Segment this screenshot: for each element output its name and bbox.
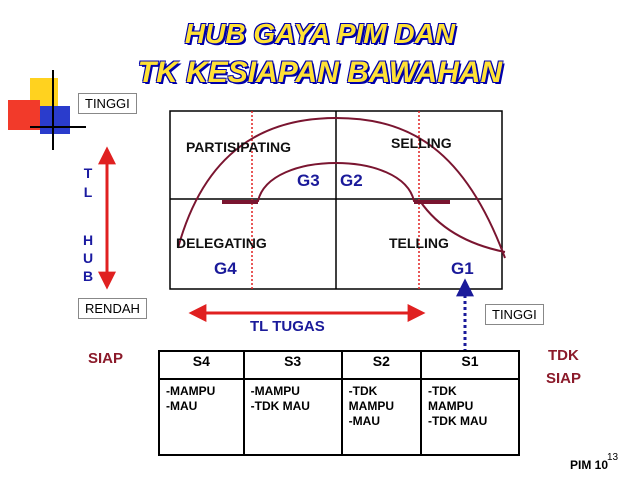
cell-s1: -TDK MAMPU -TDK MAU [419,378,521,456]
header-s4: S4 [158,350,245,380]
partisipating-label: PARTISIPATING [186,139,291,155]
cell-s4: -MAMPU -MAU [158,378,245,456]
axis-letter: U [82,250,94,266]
axis-letter: H [82,232,94,248]
cell-line: -TDK MAU [427,414,488,428]
cell-line: -TDK [348,384,378,398]
cell-line: -TDK [427,384,457,398]
readiness-table: S4 S3 S2 S1 -MAMPU -MAU -MAMPU -TDK MAU … [158,350,521,456]
cell-s3: -MAMPU -TDK MAU [242,378,343,456]
table-header-row: S4 S3 S2 S1 [158,350,521,380]
telling-curve [419,200,506,253]
task-axis-label: TL TUGAS [250,318,325,335]
not-ready-label: SIAP [546,370,582,387]
cell-line: MAMPU [427,399,474,413]
g2-label: G2 [340,171,363,190]
selling-label: SELLING [391,135,452,151]
header-s1: S1 [419,350,521,380]
title-line-1: HUB GAYA PIM DAN [184,18,456,49]
axis-letter: L [83,184,93,200]
axis-letter: B [82,268,94,284]
high-relationship-label: TINGGI [78,93,137,114]
title-line-2: TK KESIAPAN BAWAHAN [137,56,503,89]
decorative-squares [0,70,90,150]
outer-curve [177,116,506,259]
g4-label: G4 [214,259,237,278]
table-row: -MAMPU -MAU -MAMPU -TDK MAU -TDK MAMPU -… [158,378,521,456]
inner-curve [226,161,448,202]
cell-line: -MAU [166,399,198,413]
cell-line: MAMPU [348,399,394,413]
g1-label: G1 [451,259,474,278]
cell-s2: -TDK MAMPU -MAU [340,378,422,456]
delegating-label: DELEGATING [176,235,267,251]
g3-label: G3 [297,171,320,190]
not-label: TDK [548,347,579,364]
cell-line: -MAMPU [166,384,216,398]
cell-line: -MAMPU [250,384,300,398]
page-number: 13 [607,452,619,463]
ready-label: SIAP [88,350,124,367]
footer-label: PIM 10 [570,458,609,472]
high-task-label: TINGGI [485,304,544,325]
axis-letter: T [83,165,93,181]
header-s2: S2 [340,350,422,380]
cell-line: -TDK MAU [250,399,310,413]
header-s3: S3 [242,350,343,380]
telling-label: TELLING [389,235,449,251]
low-relationship-label: RENDAH [78,298,147,319]
cell-line: -MAU [348,414,380,428]
